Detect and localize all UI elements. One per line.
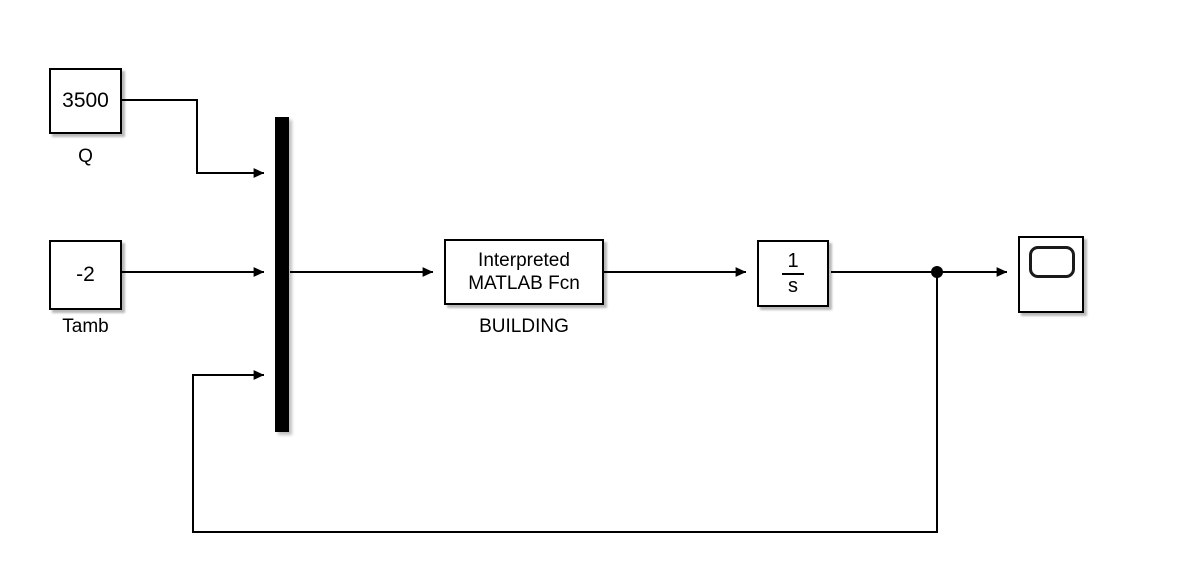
integrator-numerator: 1 xyxy=(787,249,799,272)
block-label-building: BUILDING xyxy=(479,316,569,337)
constant-block-q[interactable]: 3500 xyxy=(49,68,122,134)
constant-block-tamb[interactable]: -2 xyxy=(49,240,122,310)
signal-line-feedback-to-mux xyxy=(192,272,938,533)
integrator-denominator: s xyxy=(788,274,798,297)
signal-branch-junction-dot xyxy=(931,266,943,278)
mux-block[interactable] xyxy=(275,117,289,432)
interpreted-matlab-fcn-block-text: Interpreted MATLAB Fcn xyxy=(468,249,580,294)
integrator-block[interactable]: 1 s xyxy=(757,240,829,307)
constant-block-q-value: 3500 xyxy=(62,89,109,113)
integrator-fraction-bar xyxy=(782,272,804,275)
constant-block-tamb-value: -2 xyxy=(76,263,95,287)
block-label-tamb: Tamb xyxy=(62,316,109,337)
scope-screen-icon xyxy=(1029,246,1075,278)
scope-block[interactable] xyxy=(1018,236,1084,313)
interpreted-matlab-fcn-block-building[interactable]: Interpreted MATLAB Fcn xyxy=(444,239,604,305)
block-label-q: Q xyxy=(78,146,93,167)
integrator-fraction: 1 s xyxy=(782,249,804,297)
